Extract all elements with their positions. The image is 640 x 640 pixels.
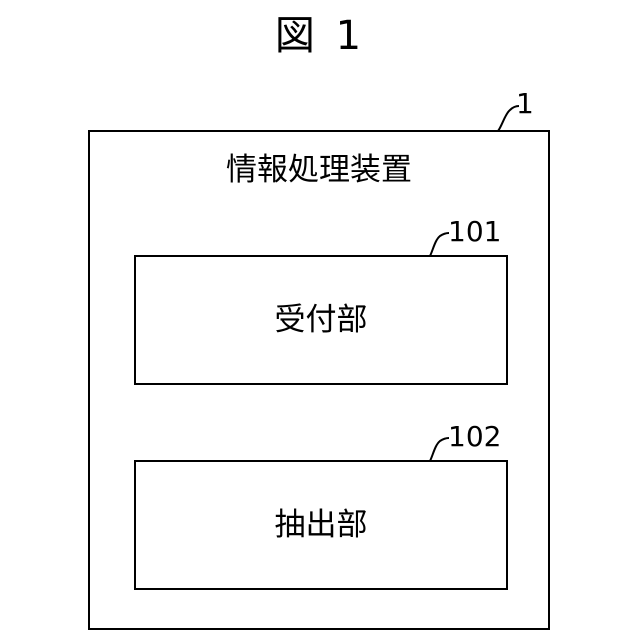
reception-unit-box: 受付部 [134, 255, 508, 385]
device-ref-number: 1 [516, 88, 534, 120]
extraction-unit-label: 抽出部 [275, 505, 368, 545]
unit-101-ref-number: 101 [448, 216, 501, 248]
extraction-unit-box: 抽出部 [134, 460, 508, 590]
unit-102-ref-number: 102 [448, 421, 501, 453]
figure-title: 図 1 [0, 8, 640, 64]
reception-unit-label: 受付部 [275, 300, 368, 340]
device-label: 情報処理装置 [90, 150, 548, 190]
